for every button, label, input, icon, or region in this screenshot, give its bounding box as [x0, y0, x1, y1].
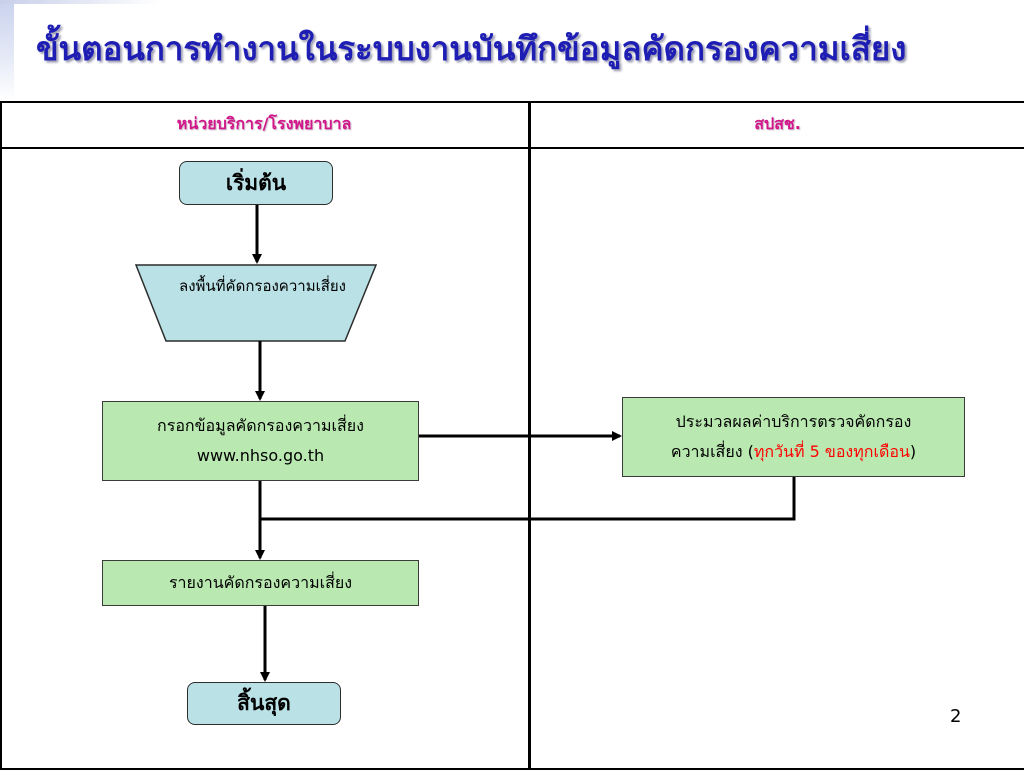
- end-terminal: สิ้นสุด: [187, 682, 341, 725]
- nhso-process-line2: ความเสี่ยง (ทุกวันที่ 5 ของทุกเดือน): [671, 437, 916, 467]
- end-label: สิ้นสุด: [237, 691, 291, 715]
- nhso-process: ประมวลผลค่าบริการตรวจคัดกรอง ความเสี่ยง …: [622, 397, 965, 477]
- enter-data-process: กรอกข้อมูลคัดกรองความเสี่ยง www.nhso.go.…: [102, 401, 419, 481]
- enter-data-label: กรอกข้อมูลคัดกรองความเสี่ยง: [157, 415, 364, 435]
- report-label: รายงานคัดกรองความเสี่ยง: [168, 572, 353, 592]
- nhso-process-line2-prefix: ความเสี่ยง (: [670, 442, 754, 461]
- website-label: www.nhso.go.th: [196, 446, 325, 465]
- start-terminal: เริ่มต้น: [179, 161, 333, 205]
- decorative-gradient-strip: [0, 0, 14, 100]
- start-label: เริ่มต้น: [225, 170, 287, 195]
- monthly-schedule-highlight: ทุกวันที่ 5 ของทุกเดือน: [753, 442, 910, 461]
- nhso-process-line1: ประมวลผลค่าบริการตรวจคัดกรอง: [675, 411, 912, 431]
- manual-input-shape: [134, 264, 378, 342]
- manual-input-label: ลงพื้นที่คัดกรองความเสี่ยง: [179, 277, 346, 295]
- lane-header-hospital: หน่วยบริการ/โรงพยาบาล: [176, 114, 352, 133]
- lane-header-nhso: สปสช.: [754, 114, 801, 133]
- nhso-process-line2-suffix: ): [909, 442, 917, 461]
- slide-title: ขั้นตอนการทำงานในระบบงานบันทึกข้อมูลคัดก…: [36, 29, 907, 68]
- connector-process-return: [260, 477, 796, 521]
- report-process: รายงานคัดกรองความเสี่ยง: [102, 560, 419, 606]
- header-divider: [0, 147, 1024, 149]
- decorative-accent-bar: [0, 0, 160, 4]
- page-number: 2: [950, 706, 962, 727]
